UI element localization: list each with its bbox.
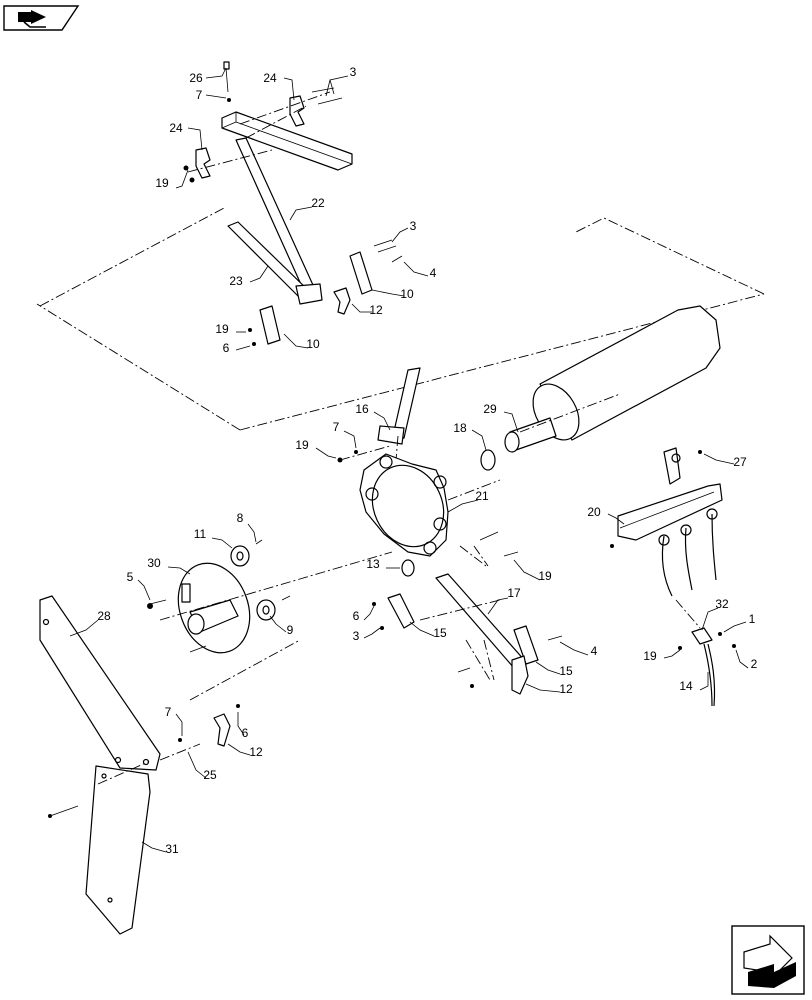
callout-c31: 31 xyxy=(165,842,179,856)
leader-lines xyxy=(69,67,749,853)
callout-c7a: 7 xyxy=(196,88,203,102)
upper-frame xyxy=(183,61,403,346)
callout-c32: 32 xyxy=(715,597,729,611)
callout-c6b: 6 xyxy=(353,609,360,623)
callout-c16: 16 xyxy=(355,402,369,416)
roller xyxy=(480,305,721,471)
callout-c8: 8 xyxy=(237,511,244,525)
callout-c19c: 19 xyxy=(295,438,309,452)
callout-c28: 28 xyxy=(97,609,111,623)
callout-c29: 29 xyxy=(483,402,497,416)
callout-c12c: 12 xyxy=(249,745,263,759)
callout-c25: 25 xyxy=(203,768,217,782)
next-arrow-icon[interactable] xyxy=(731,925,805,995)
right-assembly xyxy=(610,447,736,707)
callout-c11: 11 xyxy=(194,527,207,541)
callout-c26: 26 xyxy=(189,71,203,85)
callout-c15a: 15 xyxy=(433,626,447,640)
callout-c19b: 19 xyxy=(215,322,229,336)
callout-c1: 1 xyxy=(749,612,756,626)
callout-c18: 18 xyxy=(453,421,467,435)
back-arrow-icon[interactable] xyxy=(3,5,80,31)
callout-c12a: 12 xyxy=(369,303,383,317)
side-shields xyxy=(39,595,240,935)
callout-c5: 5 xyxy=(127,570,134,584)
callout-c3b: 3 xyxy=(410,219,417,233)
callout-c24a: 24 xyxy=(263,71,277,85)
callout-c4a: 4 xyxy=(430,266,437,280)
callout-c19d: 19 xyxy=(538,569,552,583)
callout-c19e: 19 xyxy=(643,649,657,663)
callout-c15b: 15 xyxy=(559,664,573,678)
callout-c3a: 3 xyxy=(350,65,357,79)
callout-c9: 9 xyxy=(287,623,294,637)
callout-c23: 23 xyxy=(229,274,243,288)
callout-c13: 13 xyxy=(366,557,380,571)
hub-assembly xyxy=(147,539,291,654)
plate-assembly xyxy=(337,367,501,557)
callout-c30: 30 xyxy=(147,556,161,570)
callout-c21: 21 xyxy=(475,489,489,503)
assembly-outline xyxy=(36,207,765,431)
callout-c2: 2 xyxy=(751,657,758,671)
callout-c22: 22 xyxy=(311,196,325,210)
callout-c6a: 6 xyxy=(223,341,230,355)
callout-c24b: 24 xyxy=(169,121,183,135)
callout-c4b: 4 xyxy=(591,644,598,658)
callout-c10b: 10 xyxy=(306,337,320,351)
lower-arm-assembly xyxy=(159,531,563,701)
callout-c17: 17 xyxy=(507,586,521,600)
callout-c14: 14 xyxy=(679,679,693,693)
callout-c3c: 3 xyxy=(353,629,360,643)
callout-c10a: 10 xyxy=(400,287,414,301)
callout-c20: 20 xyxy=(587,505,601,519)
callout-c12b: 12 xyxy=(559,682,573,696)
callout-c27: 27 xyxy=(733,455,747,469)
callout-c7b: 7 xyxy=(333,420,340,434)
callout-c6c: 6 xyxy=(242,726,249,740)
callout-c7c: 7 xyxy=(165,705,172,719)
callout-c19a: 19 xyxy=(155,176,169,190)
